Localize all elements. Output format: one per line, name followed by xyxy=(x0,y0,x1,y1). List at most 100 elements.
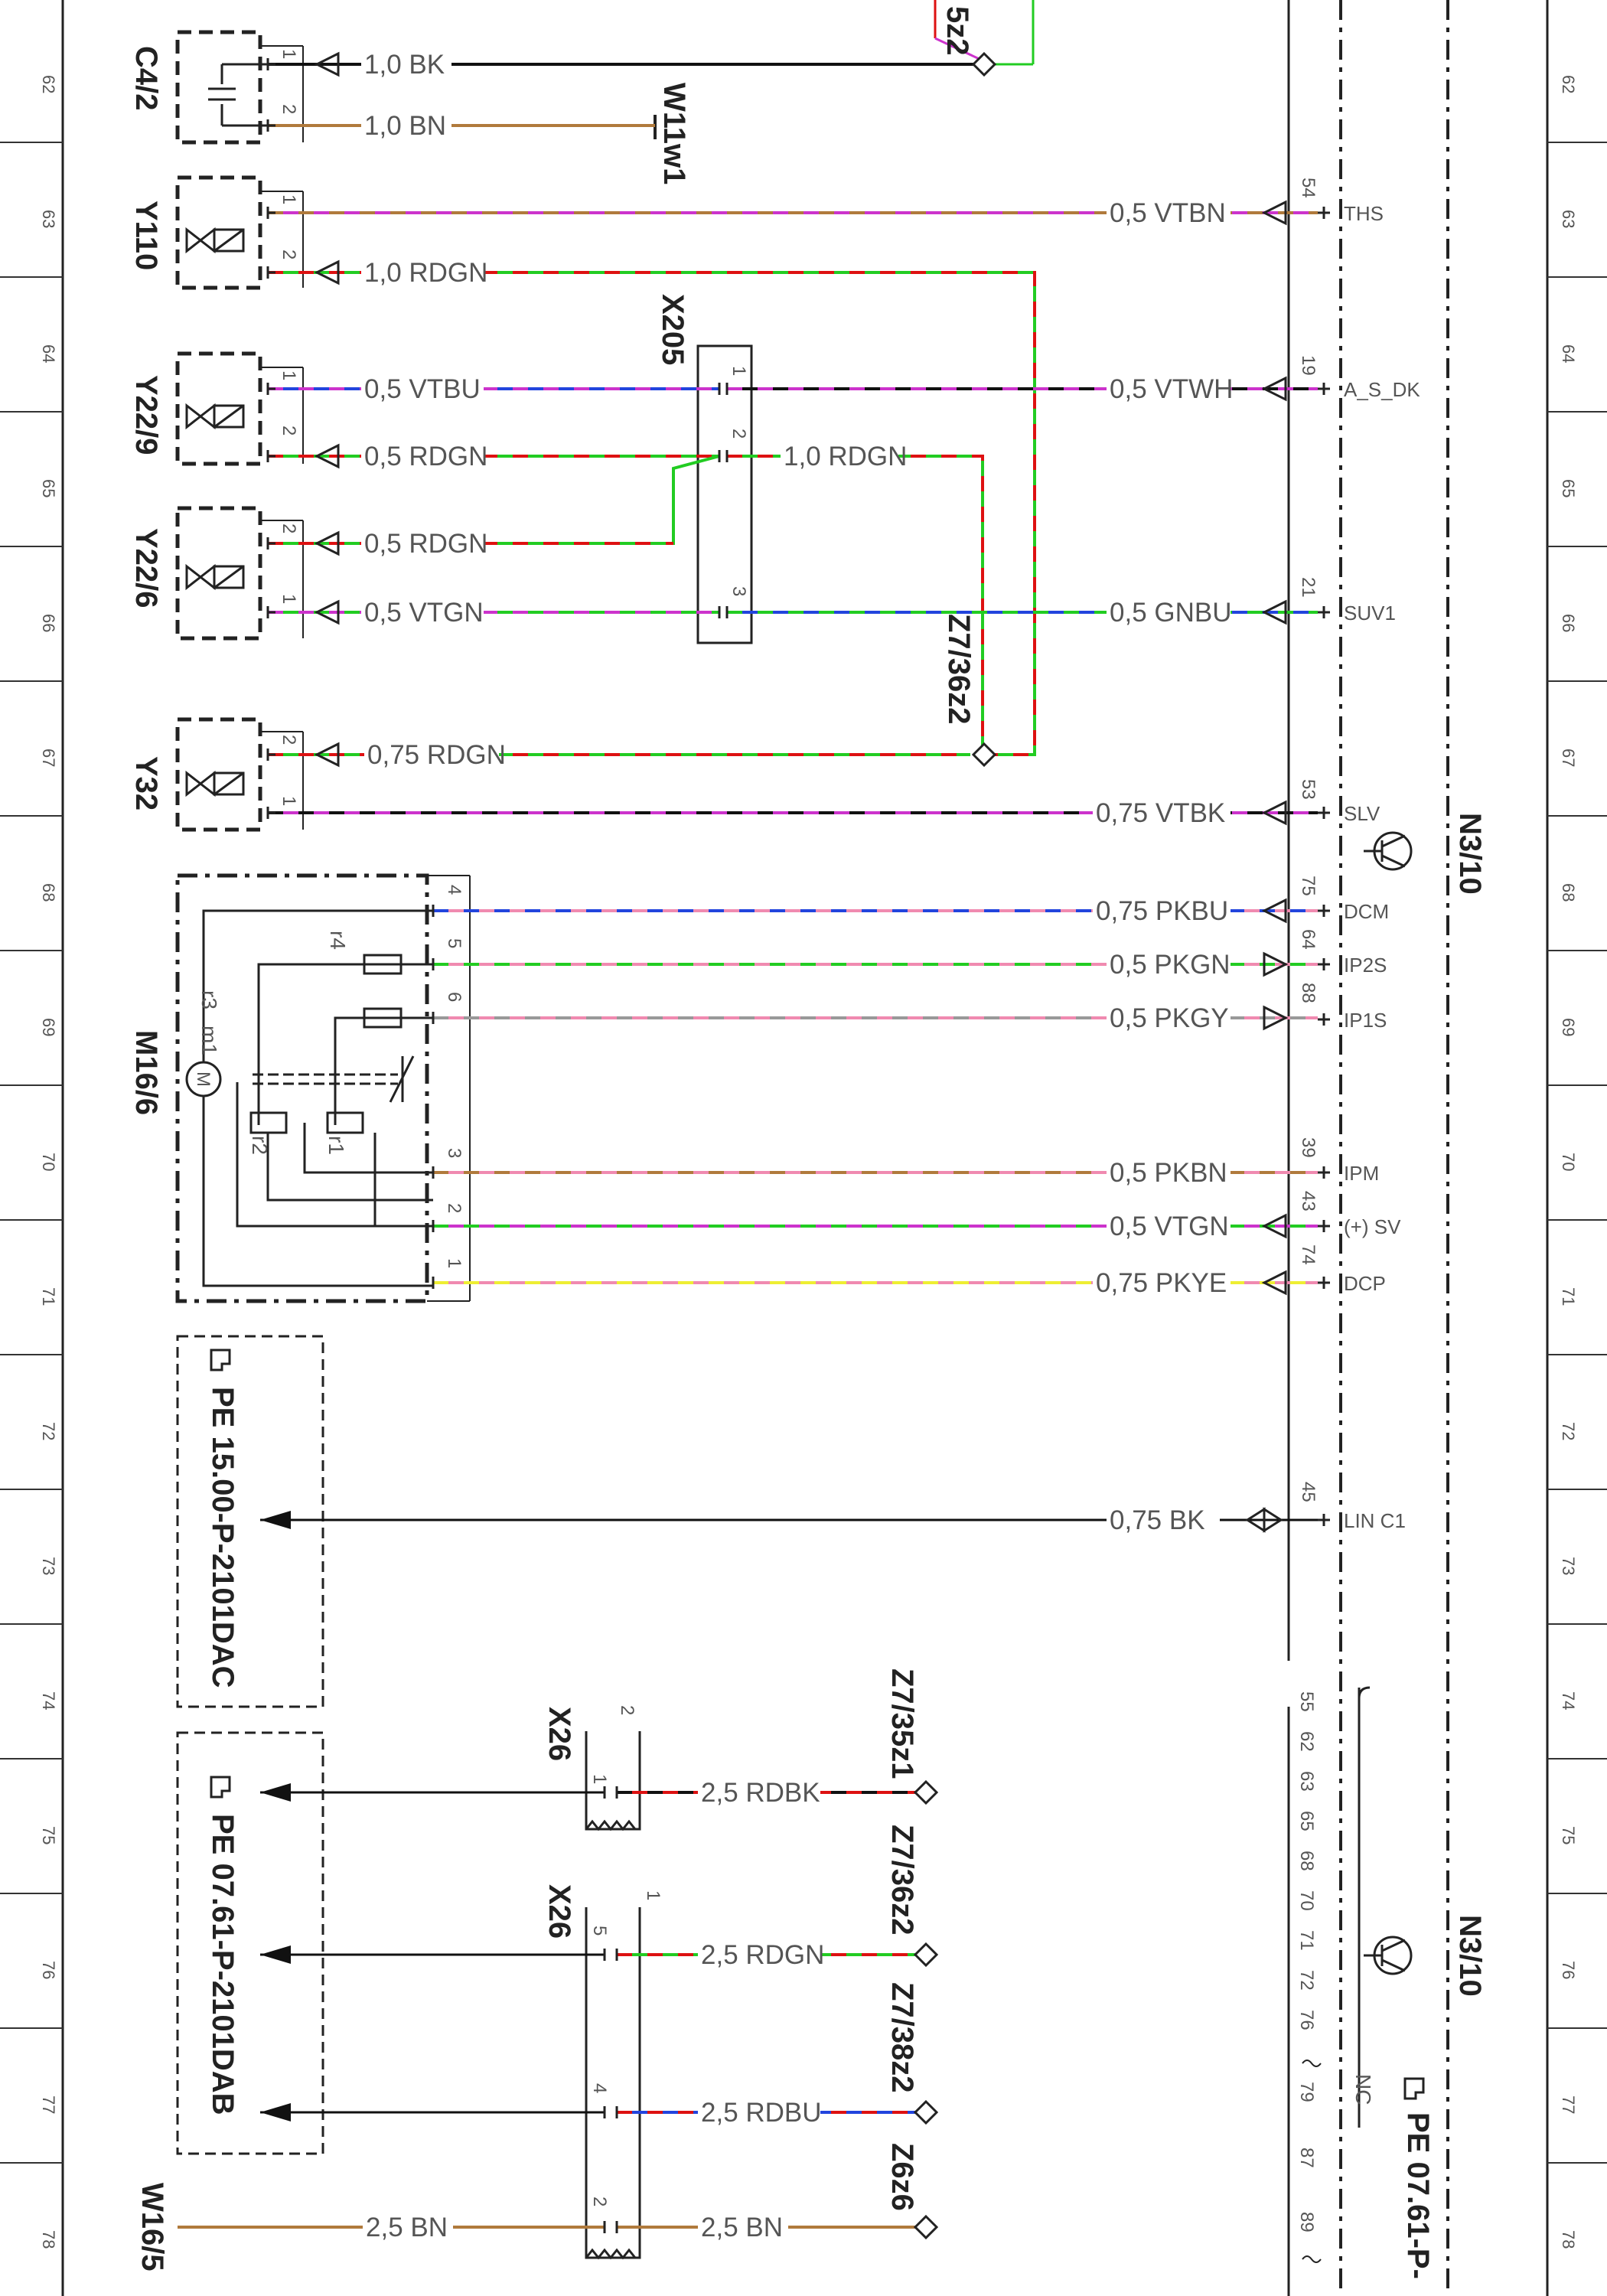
component-label: M16/6 xyxy=(129,1030,163,1115)
row-number: 66 xyxy=(39,614,58,632)
pin-label: 1 xyxy=(279,49,299,59)
row-number: 66 xyxy=(1559,614,1578,632)
row-number: 68 xyxy=(39,883,58,902)
splice-label: Z7/36z2 xyxy=(942,614,976,725)
partial-component-label: 5z2 xyxy=(940,6,974,56)
component-label: Y22/9 xyxy=(129,375,163,455)
motor-icon: M xyxy=(185,1061,222,1097)
reference-box-2101dab: PE 07.61-P-2101DAB xyxy=(176,1731,324,2155)
splice-points xyxy=(913,51,997,2240)
row-number: 69 xyxy=(1559,1018,1578,1036)
row-number: 64 xyxy=(39,344,58,363)
pin-signal: DCP xyxy=(1344,1272,1386,1295)
row-number: 62 xyxy=(39,75,58,93)
pin-signal: IP1S xyxy=(1344,1009,1387,1032)
row-number: 70 xyxy=(39,1153,58,1171)
row-number: 71 xyxy=(39,1287,58,1306)
transistor-icon xyxy=(1364,831,1413,871)
row-number: 71 xyxy=(1559,1287,1578,1306)
pin-row-sv: 43 (+) SV xyxy=(1298,1191,1401,1238)
pin-label: 1 xyxy=(643,1890,663,1900)
pin-label: 6 xyxy=(444,992,464,1002)
pin-row-ipm: 39 IPM xyxy=(1298,1137,1379,1185)
pin-number: 53 xyxy=(1298,779,1319,800)
wire-label: 0,5 VTWH xyxy=(1110,374,1233,404)
connector-x26-b xyxy=(585,1907,641,2260)
wire-label: 1,0 BN xyxy=(364,111,446,141)
nc-pin-number: 65 xyxy=(1296,1811,1317,1831)
wire-label: 2,5 BN xyxy=(366,2213,448,2242)
row-number: 68 xyxy=(1559,883,1578,902)
wire-label: 0,5 PKGY xyxy=(1110,1003,1229,1033)
page-reference: PE 07.61-P-2101DAB xyxy=(206,1814,240,2115)
wire-label: 0,75 PKBU xyxy=(1096,896,1228,926)
filled-arrows xyxy=(260,1511,291,2122)
row-number: 76 xyxy=(1559,1961,1578,1979)
nc-pin-number: 76 xyxy=(1296,2010,1317,2030)
nc-pin-number: 89 xyxy=(1296,2212,1317,2232)
pin-row-ip1s: 88 IP1S xyxy=(1298,983,1387,1032)
component-y32: 2 1 Y32 xyxy=(129,717,304,832)
pin-signal: SLV xyxy=(1344,802,1380,825)
component-label: C4/2 xyxy=(129,46,163,111)
wire-label: 2,5 RDGN xyxy=(701,1940,824,1970)
capacitor-icon xyxy=(208,63,268,127)
component-label: X26 xyxy=(543,1884,576,1939)
splice-icon xyxy=(913,2099,939,2125)
pin-signal: IP2S xyxy=(1344,954,1387,977)
splice-icon xyxy=(913,2214,939,2240)
wire-labels: 1,0 BK 1,0 BN 0,5 VTBN 1,0 RDGN 0,5 VTBU… xyxy=(361,46,1233,2242)
resistor-label: r4 xyxy=(326,931,350,950)
wire-y110-rdgn xyxy=(268,271,1036,756)
wire-label: 2,5 RDBU xyxy=(701,2098,822,2128)
pin-label: 2 xyxy=(279,523,299,533)
pin-signal: A_S_DK xyxy=(1344,378,1420,401)
wire-label: 0,5 GNBU xyxy=(1110,598,1232,628)
wire-label: 0,5 VTBN xyxy=(1110,198,1226,228)
component-label: Y110 xyxy=(129,201,163,270)
component-label: Y32 xyxy=(129,756,163,810)
wire-label: 0,75 BK xyxy=(1110,1505,1205,1535)
pin-label: 2 xyxy=(279,735,299,745)
nc-pin-number: 79 xyxy=(1296,2082,1317,2102)
pin-number: 54 xyxy=(1298,178,1319,198)
pin-label: 1 xyxy=(279,796,299,806)
pin-label: 1 xyxy=(729,366,749,376)
pin-row-slv: 53 SLV xyxy=(1298,779,1380,825)
page-ref-icon xyxy=(210,1349,231,1371)
splice-label: Z7/38z2 xyxy=(885,1982,919,2093)
wire-label: 0,5 RDGN xyxy=(364,442,487,471)
component-y110: 1 2 Y110 xyxy=(129,175,304,290)
row-number: 74 xyxy=(39,1691,58,1710)
component-label: W16/5 xyxy=(135,2183,169,2272)
pin-label: 4 xyxy=(589,2083,610,2093)
control-unit-n3-10: N3/10 N3/10 NC PE 07.61-P- xyxy=(1287,0,1487,2296)
row-number: 63 xyxy=(1559,210,1578,228)
wire-y22-6-rdgn xyxy=(268,455,720,545)
pin-label: 2 xyxy=(279,249,299,259)
splice-icon xyxy=(971,742,997,768)
row-number: 67 xyxy=(39,748,58,767)
pin-number: 39 xyxy=(1298,1137,1319,1158)
wire-label: 1,0 RDGN xyxy=(364,258,487,288)
solenoid-valve-icon xyxy=(185,403,245,430)
wire-label: 0,5 PKGN xyxy=(1110,950,1231,980)
row-number: 63 xyxy=(39,210,58,228)
nc-pin-number: 63 xyxy=(1296,1771,1317,1792)
nc-pin-number: 68 xyxy=(1296,1851,1317,1871)
row-number: 76 xyxy=(39,1961,58,1979)
row-number: 67 xyxy=(1559,748,1578,767)
pin-label: 4 xyxy=(444,885,464,895)
pin-label: 2 xyxy=(279,426,299,435)
pin-label: 3 xyxy=(729,586,749,596)
nc-pin-number: 72 xyxy=(1296,1970,1317,1991)
pin-number: 88 xyxy=(1298,983,1319,1003)
pin-label: 2 xyxy=(729,429,749,439)
pin-label: 1 xyxy=(279,370,299,380)
pin-label: 2 xyxy=(444,1203,464,1213)
nc-pin-number: 62 xyxy=(1296,1731,1317,1752)
pin-row-dcp: 74 DCP xyxy=(1298,1244,1386,1295)
pin-signal: THS xyxy=(1344,202,1384,225)
connector-x205: X205 1 2 3 xyxy=(656,294,753,644)
pin-number: 64 xyxy=(1298,929,1319,950)
